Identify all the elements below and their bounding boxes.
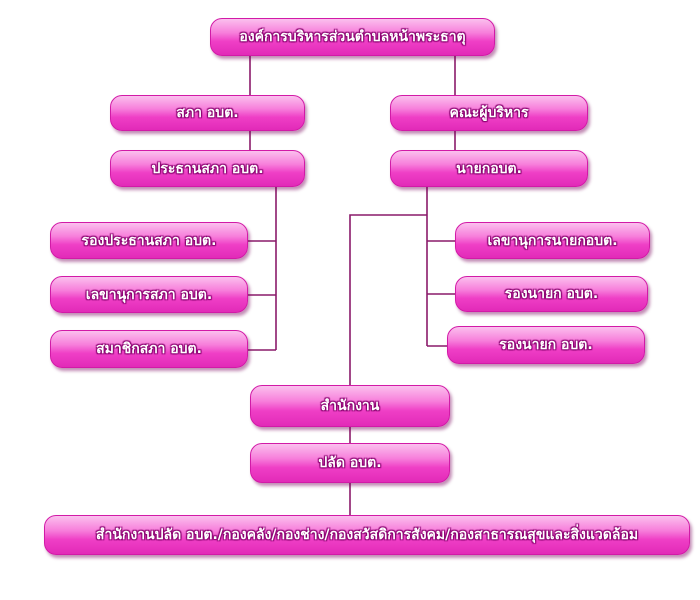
node-mayor: นายกอบต.	[390, 150, 588, 187]
connector-mayor-office	[349, 214, 427, 385]
node-council-chair: ประธานสภา อบต.	[110, 150, 305, 187]
node-council: สภา อบต.	[110, 95, 305, 131]
node-council-secretary: เลขานุการสภา อบต.	[50, 276, 248, 313]
node-council-vice-chair: รองประธานสภา อบต.	[50, 222, 248, 259]
node-office: สำนักงาน	[250, 385, 450, 427]
node-deputy-mayor-1: รองนายก อบต.	[455, 276, 648, 312]
node-divisions: สำนักงานปลัด อบต./กองคลัง/กองช่าง/กองสวั…	[44, 515, 690, 555]
node-chief-admin: ปลัด อบต.	[250, 443, 450, 483]
node-executive: คณะผู้บริหาร	[390, 95, 588, 131]
node-council-member: สมาชิกสภา อบต.	[50, 330, 248, 368]
node-organization: องค์การบริหารส่วนตำบลหน้าพระธาตุ	[210, 18, 495, 56]
node-mayor-secretary: เลขานุการนายกอบต.	[455, 222, 650, 259]
node-deputy-mayor-2: รองนายก อบต.	[447, 326, 645, 364]
